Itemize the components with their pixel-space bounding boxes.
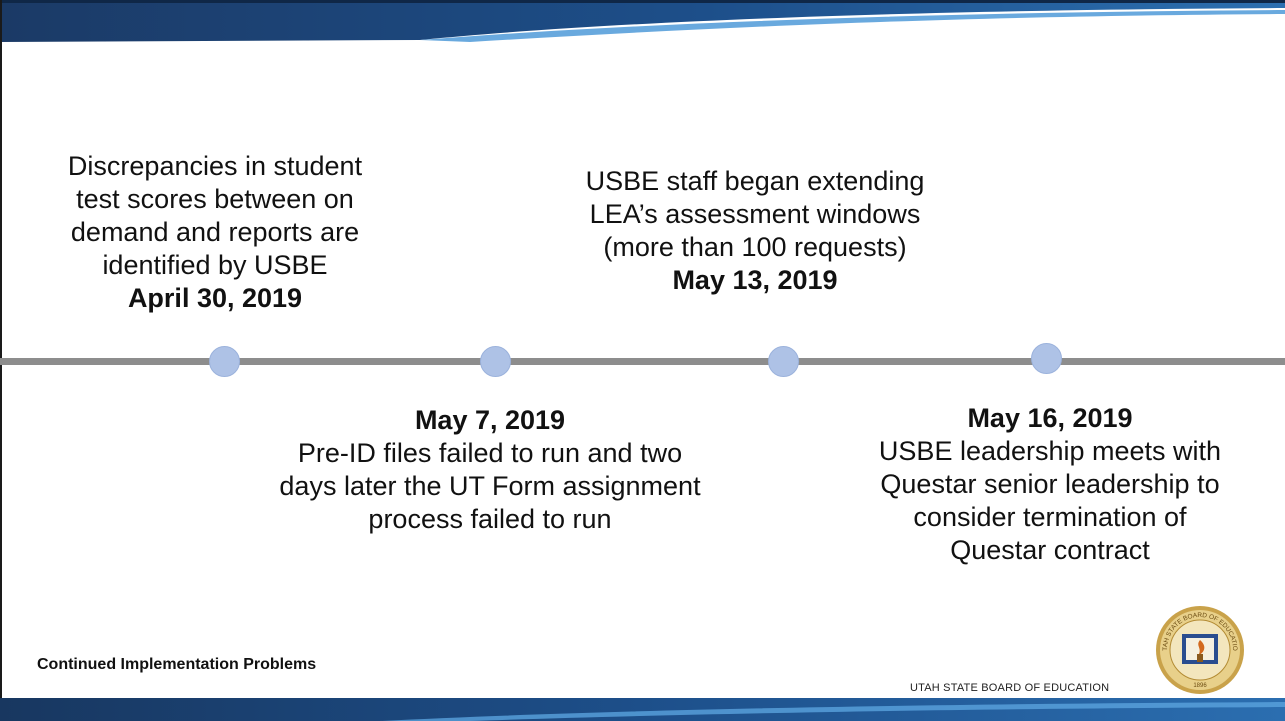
timeline-dot	[768, 346, 799, 377]
top-header-band	[0, 0, 1285, 42]
slide-footer-title: Continued Implementation Problems	[37, 656, 317, 673]
event-date: May 16, 2019	[967, 403, 1133, 433]
event-description: Discrepancies in student test scores bet…	[67, 151, 363, 280]
event-date: May 13, 2019	[672, 265, 838, 295]
timeline-dot	[209, 346, 240, 377]
timeline-dot	[1031, 343, 1062, 374]
event-date: May 7, 2019	[414, 405, 566, 435]
timeline-dot	[480, 346, 511, 377]
timeline-event-may-16: May 16, 2019 USBE leadership meets with …	[820, 402, 1280, 567]
svg-text:1896: 1896	[1193, 683, 1207, 689]
timeline-event-may-7: May 7, 2019 Pre-ID files failed to run a…	[220, 404, 760, 536]
organization-name: UTAH STATE BOARD OF EDUCATION	[910, 682, 1110, 694]
state-board-seal-icon: 1896 UTAH STATE BOARD OF EDUCATION	[1155, 604, 1244, 694]
event-description: Pre-ID files failed to run and two days …	[279, 438, 701, 534]
event-description: USBE staff began extending LEA’s assessm…	[585, 166, 925, 262]
timeline-event-april-30: Discrepancies in student test scores bet…	[20, 150, 410, 315]
event-date: April 30, 2019	[127, 283, 303, 313]
timeline-event-may-13: USBE staff began extending LEA’s assessm…	[560, 165, 950, 297]
bottom-footer-band	[0, 698, 1285, 721]
timeline-line	[0, 358, 1285, 365]
event-description: USBE leadership meets with Questar senio…	[878, 436, 1222, 565]
